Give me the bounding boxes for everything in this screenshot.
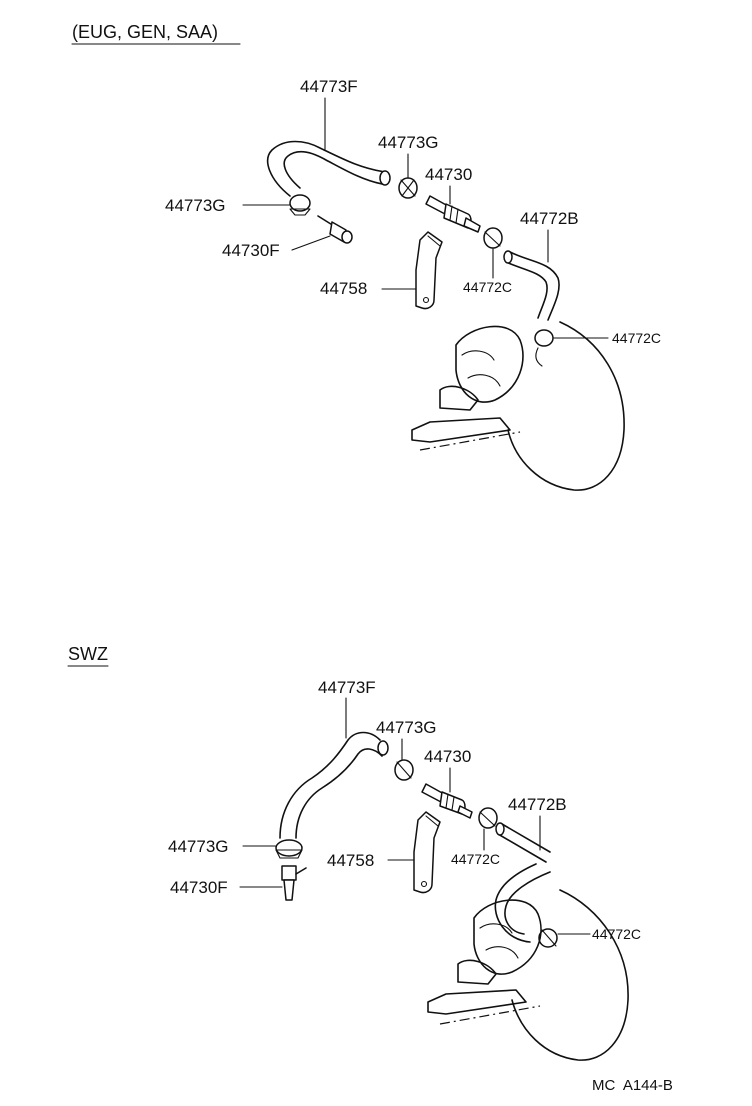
part-label: 44772C [463, 279, 512, 295]
part-label: 44772B [508, 795, 567, 814]
part-label: 44772C [451, 851, 500, 867]
section-title: SWZ [68, 644, 108, 664]
mounting-bracket [415, 231, 443, 310]
part-label: 44730 [424, 747, 471, 766]
hose-fitting [281, 865, 307, 901]
part-label: 44758 [320, 279, 367, 298]
section-title: (EUG, GEN, SAA) [72, 22, 218, 42]
part-label: 44773G [168, 837, 229, 856]
part-label: 44772B [520, 209, 579, 228]
part-label: 44772C [592, 926, 641, 942]
hose-clamp-upper [398, 177, 418, 199]
part-label: 44773G [376, 718, 437, 737]
brake-booster [411, 321, 625, 491]
hose-clamp-booster [534, 329, 554, 367]
hose-clamp-mid [478, 807, 498, 829]
hose-fitting [317, 215, 353, 244]
part-label: 44772C [612, 330, 661, 346]
part-label: 44773G [165, 196, 226, 215]
hose-clamp-mid [483, 227, 503, 249]
hose-clamp-booster [538, 928, 558, 948]
part-label: 44730F [170, 878, 228, 897]
part-label: 44758 [327, 851, 374, 870]
vacuum-hose-upper [279, 697, 389, 839]
part-label: 44773F [300, 77, 358, 96]
diagram-code: MC A144-B [592, 1077, 673, 1094]
vacuum-valve [421, 783, 473, 819]
vacuum-hose-upper [266, 119, 391, 197]
part-label: 44730 [425, 165, 472, 184]
mounting-bracket [413, 811, 441, 894]
hose-clamp-left [289, 194, 311, 216]
part-label: 44730F [222, 241, 280, 260]
section-eug-gen-saa: (EUG, GEN, SAA) 44773F 44773G 44730 [71, 22, 661, 491]
hose-clamp-left [275, 839, 303, 859]
leader-line [291, 235, 331, 251]
part-label: 44773F [318, 678, 376, 697]
brake-booster [427, 889, 629, 1061]
hose-clamp-upper [394, 759, 414, 781]
vacuum-hose-lower [494, 822, 551, 943]
section-swz: SWZ 44773F 44773G 44730 [67, 644, 641, 1061]
vacuum-valve [425, 195, 481, 233]
part-label: 44773G [378, 133, 439, 152]
vacuum-hose-lower [503, 250, 560, 321]
